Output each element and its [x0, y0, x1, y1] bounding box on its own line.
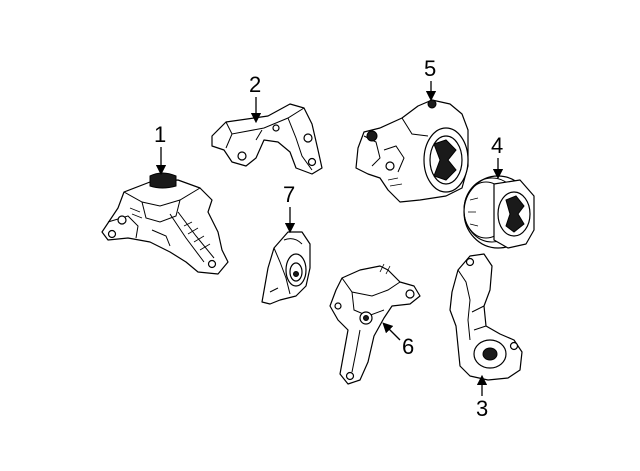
- part-4-round-mount: [463, 175, 535, 249]
- callout-7-number: 7: [283, 182, 295, 207]
- callout-6-number: 6: [402, 334, 414, 359]
- part-2-bracket: [211, 103, 323, 175]
- callout-6-leader: [382, 322, 401, 341]
- callout-4: 4: [491, 133, 503, 180]
- callout-6: 6: [382, 322, 414, 359]
- callout-7: 7: [283, 182, 295, 234]
- part-5-mount: [355, 99, 469, 203]
- callout-5: 5: [424, 56, 436, 102]
- part-3-side-mount: [449, 253, 523, 381]
- callout-3: 3: [476, 374, 488, 421]
- callout-1: 1: [154, 122, 166, 176]
- callout-5-number: 5: [424, 56, 436, 81]
- callout-1-number: 1: [154, 122, 166, 147]
- part-6-lower-bracket: [329, 263, 421, 385]
- callout-2-number: 2: [249, 72, 261, 97]
- callout-4-number: 4: [491, 133, 503, 158]
- callout-2: 2: [249, 72, 261, 124]
- part-1-engine-mount: [101, 172, 229, 275]
- callout-3-number: 3: [476, 396, 488, 421]
- part-7-shield: [261, 231, 311, 305]
